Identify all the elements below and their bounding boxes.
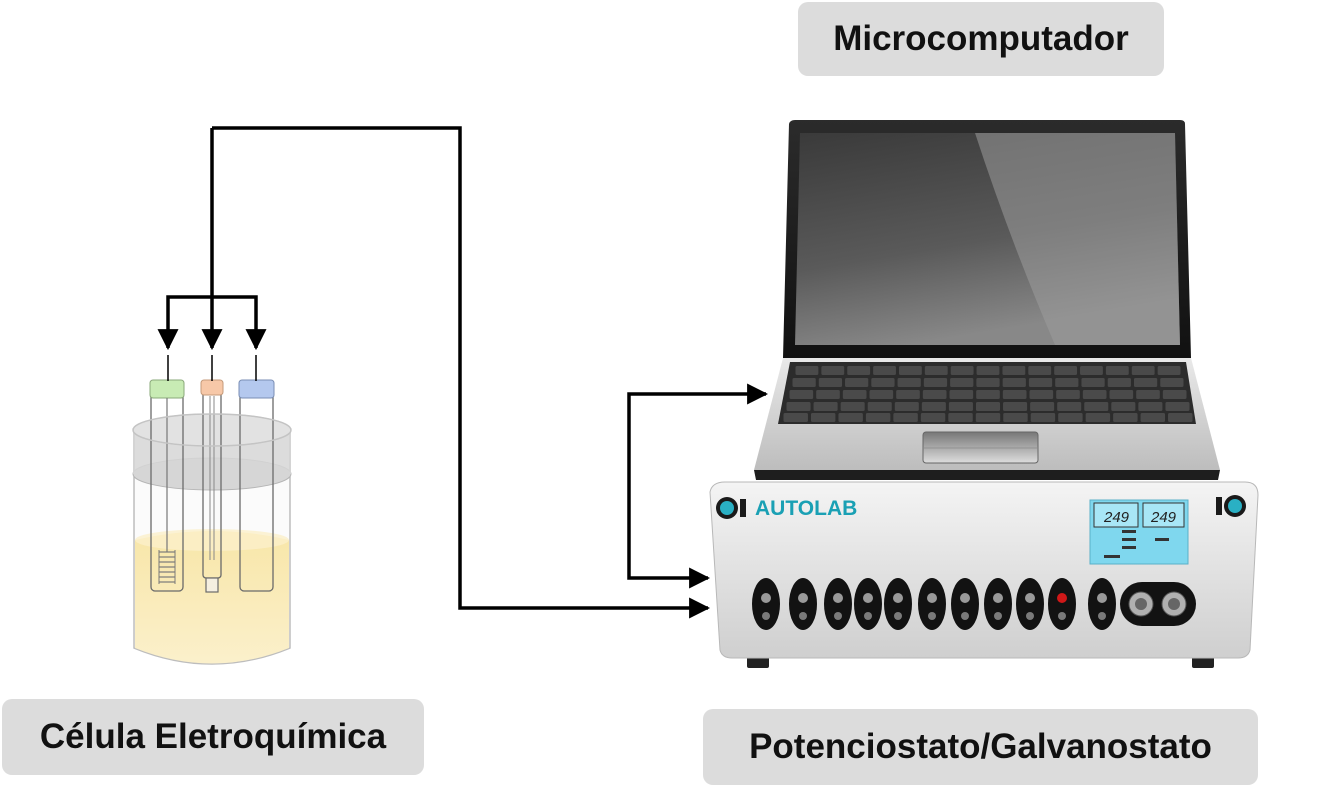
autolab-brand: AUTOLAB bbox=[755, 497, 857, 520]
display-left-value: 249 bbox=[1103, 509, 1130, 526]
potentiostat-instrument: AUTOLAB 249 249 bbox=[709, 481, 1259, 668]
potentiostat-label: Potenciostato/Galvanostato bbox=[703, 709, 1258, 785]
working-electrode bbox=[238, 379, 275, 592]
display-right-value: 249 bbox=[1150, 509, 1177, 526]
wire-to-counter-electrode bbox=[157, 295, 212, 351]
electrolyte bbox=[135, 531, 289, 664]
front-connectors bbox=[752, 578, 1196, 630]
laptop-computer bbox=[754, 120, 1220, 480]
electrochemical-cell-label: Célula Eletroquímica bbox=[2, 699, 424, 775]
wire-computer-potentiostat bbox=[627, 383, 769, 589]
connection-wires bbox=[157, 126, 769, 619]
wire-to-working-electrode bbox=[212, 295, 267, 351]
electrochemical-cell bbox=[132, 379, 292, 665]
microcomputer-label: Microcomputador bbox=[798, 2, 1164, 76]
laptop-touchpad bbox=[922, 431, 1039, 464]
wire-cell-to-potentiostat bbox=[212, 126, 711, 619]
counter-electrode bbox=[149, 379, 185, 592]
